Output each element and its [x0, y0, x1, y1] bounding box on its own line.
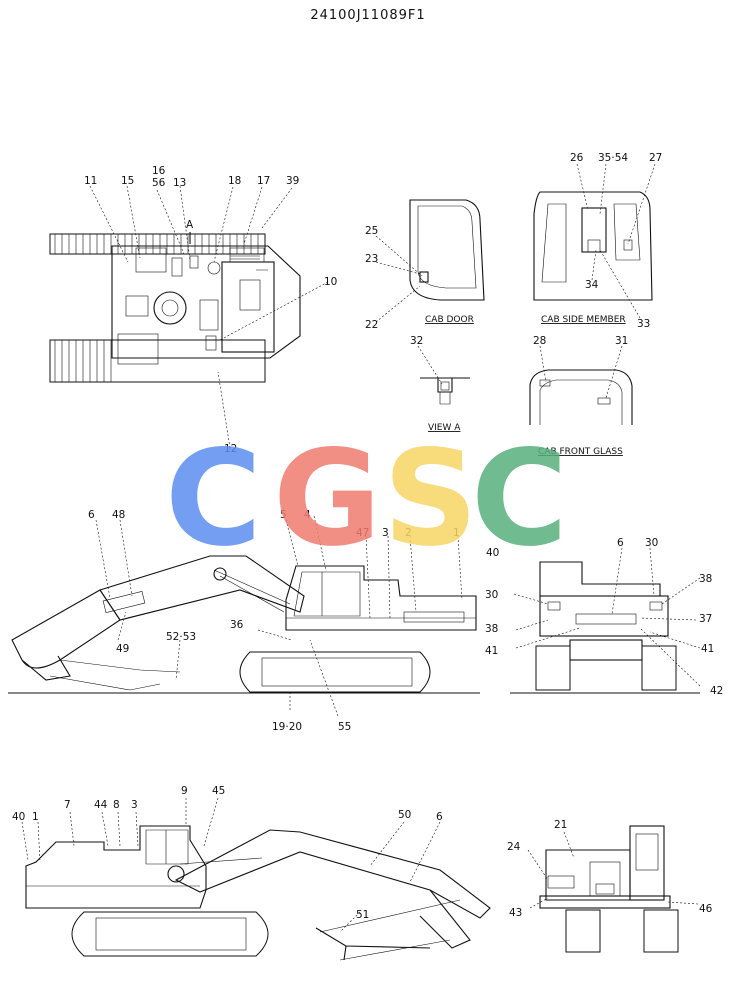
callout-6: 6	[88, 509, 95, 521]
watermark-letter-g: G	[273, 440, 381, 560]
front-view: 21 24 43 46	[507, 819, 713, 953]
callout-6-rear: 6	[617, 537, 624, 549]
cab-top	[221, 261, 275, 353]
callout-10: 10	[324, 276, 337, 288]
callout-31: 31	[615, 335, 628, 347]
callout-12: 12	[224, 443, 237, 455]
boom-2	[174, 829, 491, 919]
watermark-letter-c1: C	[165, 440, 262, 560]
callout-44: 44	[94, 799, 108, 811]
callout-16: 16	[152, 165, 166, 177]
callout-2: 2	[405, 527, 412, 539]
callout-1-b: 1	[32, 811, 39, 823]
callout-38-left: 38	[485, 623, 498, 635]
callout-48: 48	[112, 509, 125, 521]
callout-19-20: 19·20	[272, 721, 302, 733]
side-track	[239, 651, 431, 693]
drawing-number: 24100J11089F1	[310, 8, 426, 23]
callout-28: 28	[533, 335, 546, 347]
callout-49: 49	[116, 643, 129, 655]
view-a: 32 VIEW A	[410, 335, 470, 433]
callout-40-b: 40	[12, 811, 25, 823]
callout-13: 13	[173, 177, 186, 189]
callout-30-right: 30	[645, 537, 658, 549]
watermark-logo: C G S C	[165, 440, 568, 560]
callout-25: 25	[365, 225, 378, 237]
callout-7: 7	[64, 799, 71, 811]
callout-52-53: 52·53	[166, 631, 196, 643]
upper-body	[111, 245, 301, 359]
cab-front-glass-view: 28 31 CAB FRONT GLASS	[529, 335, 633, 457]
view-marker: A	[186, 219, 194, 231]
callout-6-b: 6	[436, 811, 443, 823]
bottom-side-view: 40 1 7 44 8 3 9 45 50 6 51	[12, 785, 491, 961]
cab-side-member-view: 26 35·54 27 34 33 CAB SIDE MEMBER	[533, 152, 662, 330]
callout-32: 32	[410, 335, 423, 347]
boom	[99, 555, 305, 621]
side-view: 6 48 5 4 47 3 2 1 36 49 52·53 19·20 55	[8, 509, 480, 733]
callout-3: 3	[382, 527, 389, 539]
bottom-track	[71, 911, 269, 957]
callout-51: 51	[356, 909, 369, 921]
callout-35-54: 35·54	[598, 152, 628, 164]
callout-39: 39	[286, 175, 299, 187]
rear-view: 40 6 30 30 38 38 37 41 41 42	[485, 537, 723, 697]
top-view: A 11 15 16 56 13 18 17 39 10 12	[49, 165, 337, 455]
callout-50: 50	[398, 809, 411, 821]
callout-8: 8	[113, 799, 120, 811]
callout-43: 43	[509, 907, 522, 919]
front-body	[545, 849, 631, 901]
callout-17: 17	[257, 175, 270, 187]
caption-cab-side-member: CAB SIDE MEMBER	[541, 315, 626, 325]
callout-36: 36	[230, 619, 244, 631]
callout-37: 37	[699, 613, 712, 625]
callout-38-right: 38	[699, 573, 712, 585]
callout-30-left: 30	[485, 589, 498, 601]
caption-view-a: VIEW A	[428, 423, 461, 433]
upper-structure	[285, 565, 477, 631]
callout-56: 56	[152, 177, 166, 189]
callout-9: 9	[181, 785, 188, 797]
callout-45: 45	[212, 785, 225, 797]
callout-55: 55	[338, 721, 351, 733]
arm	[11, 589, 121, 669]
upper-track	[49, 233, 266, 255]
callout-23: 23	[365, 253, 378, 265]
callout-1: 1	[453, 527, 460, 539]
callout-11: 11	[84, 175, 97, 187]
cab-door-view: 25 23 22 CAB DOOR	[365, 199, 485, 331]
callout-27: 27	[649, 152, 662, 164]
callout-24: 24	[507, 841, 521, 853]
lower-track	[49, 339, 266, 383]
callout-40: 40	[486, 547, 499, 559]
callout-42: 42	[710, 685, 723, 697]
caption-cab-front-glass: CAB FRONT GLASS	[538, 447, 623, 457]
callout-41-left: 41	[485, 645, 498, 657]
callout-4: 4	[304, 509, 311, 521]
callout-5: 5	[280, 509, 287, 521]
callout-15: 15	[121, 175, 134, 187]
callout-46: 46	[699, 903, 713, 915]
callout-3-b: 3	[131, 799, 138, 811]
callout-47: 47	[356, 527, 369, 539]
callout-41-right: 41	[701, 643, 714, 655]
watermark-letter-c2: C	[471, 440, 568, 560]
caption-cab-door: CAB DOOR	[425, 315, 474, 325]
upper-structure-2	[25, 825, 207, 909]
callout-18: 18	[228, 175, 241, 187]
callout-26: 26	[570, 152, 584, 164]
rear-counterweight	[539, 595, 669, 637]
callout-34: 34	[585, 279, 599, 291]
callout-21: 21	[554, 819, 567, 831]
callout-22: 22	[365, 319, 378, 331]
callout-33: 33	[637, 318, 650, 330]
watermark-letter-s: S	[383, 440, 478, 560]
